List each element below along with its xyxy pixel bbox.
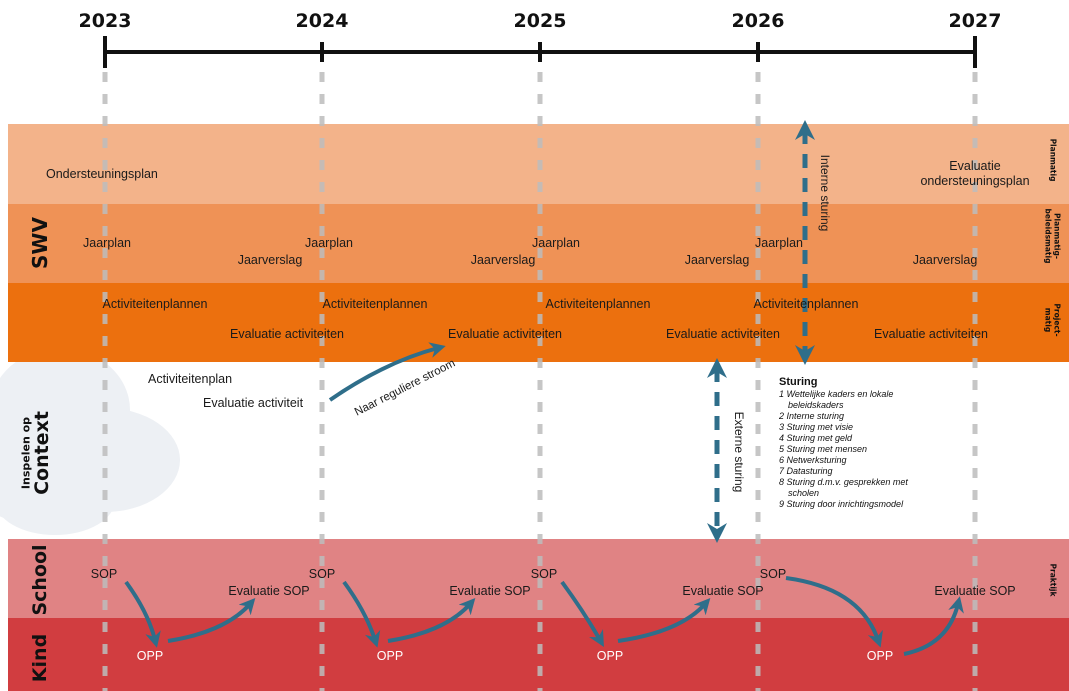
sturing-item: 1 Wettelijke kaders en lokale [779, 389, 894, 399]
right-label-praktijk: Praktijk [1048, 563, 1058, 597]
label-opp-2024: OPP [376, 649, 404, 663]
label-ondersteuningsplan: Ondersteuningsplan [46, 167, 158, 181]
label-evaluatie-activiteiten-2026: Evaluatie activiteiten [874, 327, 988, 341]
label-activiteitenplan: Activiteitenplan [148, 372, 233, 386]
label-opp-2026: OPP [866, 649, 894, 663]
label-evaluatie-sop-2024: Evaluatie SOP [449, 584, 531, 598]
right-label-planmatig: Planmatig [1048, 138, 1058, 182]
label-jaarverslag-2023: Jaarverslag [237, 253, 303, 267]
label-evaluatie-sop-2026: Evaluatie SOP [934, 584, 1016, 598]
sturing-item: beleidskaders [788, 400, 844, 410]
sturing-item: 7 Datasturing [779, 466, 833, 476]
section-school: School [29, 544, 51, 616]
sturing-item: scholen [788, 488, 820, 498]
band-beleidsmatig [8, 204, 1069, 283]
right-label-beleidsmatig: Planmatig-beleidsmatig [1044, 208, 1062, 264]
label-activiteitenplannen-2025: Activiteitenplannen [545, 297, 651, 311]
label-sop-2026: SOP [759, 567, 787, 581]
label-jaarverslag-2026: Jaarverslag [912, 253, 978, 267]
label-activiteitenplannen-2026: Activiteitenplannen [753, 297, 859, 311]
label-opp-2025: OPP [596, 649, 624, 663]
sturing-item: 5 Sturing met mensen [779, 444, 868, 454]
sturing-title: Sturing [779, 376, 818, 388]
label-jaarplan-2024: Jaarplan [305, 236, 353, 250]
sturing-item: 9 Sturing door inrichtingsmodel [779, 499, 904, 509]
label-evaluatie-activiteit: Evaluatie activiteit [203, 396, 304, 410]
label-jaarplan-2026: Jaarplan [755, 236, 803, 250]
label-jaarverslag-2025: Jaarverslag [684, 253, 750, 267]
year-label-2026: 2026 [731, 10, 785, 32]
label-interne-sturing: Interne sturing [818, 154, 832, 232]
section-swv: SWV [28, 217, 52, 269]
label-evaluatie-activiteiten-2023: Evaluatie activiteiten [230, 327, 344, 341]
label-evaluatie-sop-2023: Evaluatie SOP [228, 584, 310, 598]
label-jaarverslag-2024: Jaarverslag [470, 253, 536, 267]
reguliere-stroom-arrow [328, 342, 446, 402]
year-label-2025: 2025 [513, 10, 567, 32]
year-label-2023: 2023 [78, 10, 132, 32]
sturing-list: Sturing 1 Wettelijke kaders en lokale be… [779, 376, 979, 510]
year-gridlines [102, 72, 978, 691]
section-kind: Kind [29, 633, 51, 683]
label-externe-sturing: Externe sturing [732, 411, 746, 493]
label-evaluatie-activiteiten-2024: Evaluatie activiteiten [448, 327, 562, 341]
right-label-projectmatig: Project-matig [1044, 303, 1062, 337]
cycle-arrows [124, 576, 964, 656]
label-opp-2023: OPP [136, 649, 164, 663]
label-evaluatie-sop-2025: Evaluatie SOP [682, 584, 764, 598]
label-jaarplan-2023: Jaarplan [83, 236, 131, 250]
section-context: Context [31, 411, 53, 495]
label-evaluatie-activiteiten-2025: Evaluatie activiteiten [666, 327, 780, 341]
label-activiteitenplannen-2024: Activiteitenplannen [322, 297, 428, 311]
year-label-2024: 2024 [295, 10, 349, 32]
label-activiteitenplannen-2023: Activiteitenplannen [102, 297, 208, 311]
context-cloud [0, 348, 180, 535]
sturing-item: 2 Interne sturing [779, 411, 845, 421]
sturing-item: 3 Sturing met visie [779, 422, 854, 432]
label-sop-2025: SOP [530, 567, 558, 581]
sturing-item: 6 Netwerksturing [779, 455, 847, 465]
sturing-item: 4 Sturing met geld [779, 433, 853, 443]
label-sop-2024: SOP [308, 567, 336, 581]
year-label-2027: 2027 [948, 10, 1002, 32]
sturing-item: 8 Sturing d.m.v. gesprekken met [779, 477, 908, 487]
label-jaarplan-2025: Jaarplan [532, 236, 580, 250]
label-sop-2023: SOP [90, 567, 118, 581]
timeline-axis [103, 36, 977, 68]
